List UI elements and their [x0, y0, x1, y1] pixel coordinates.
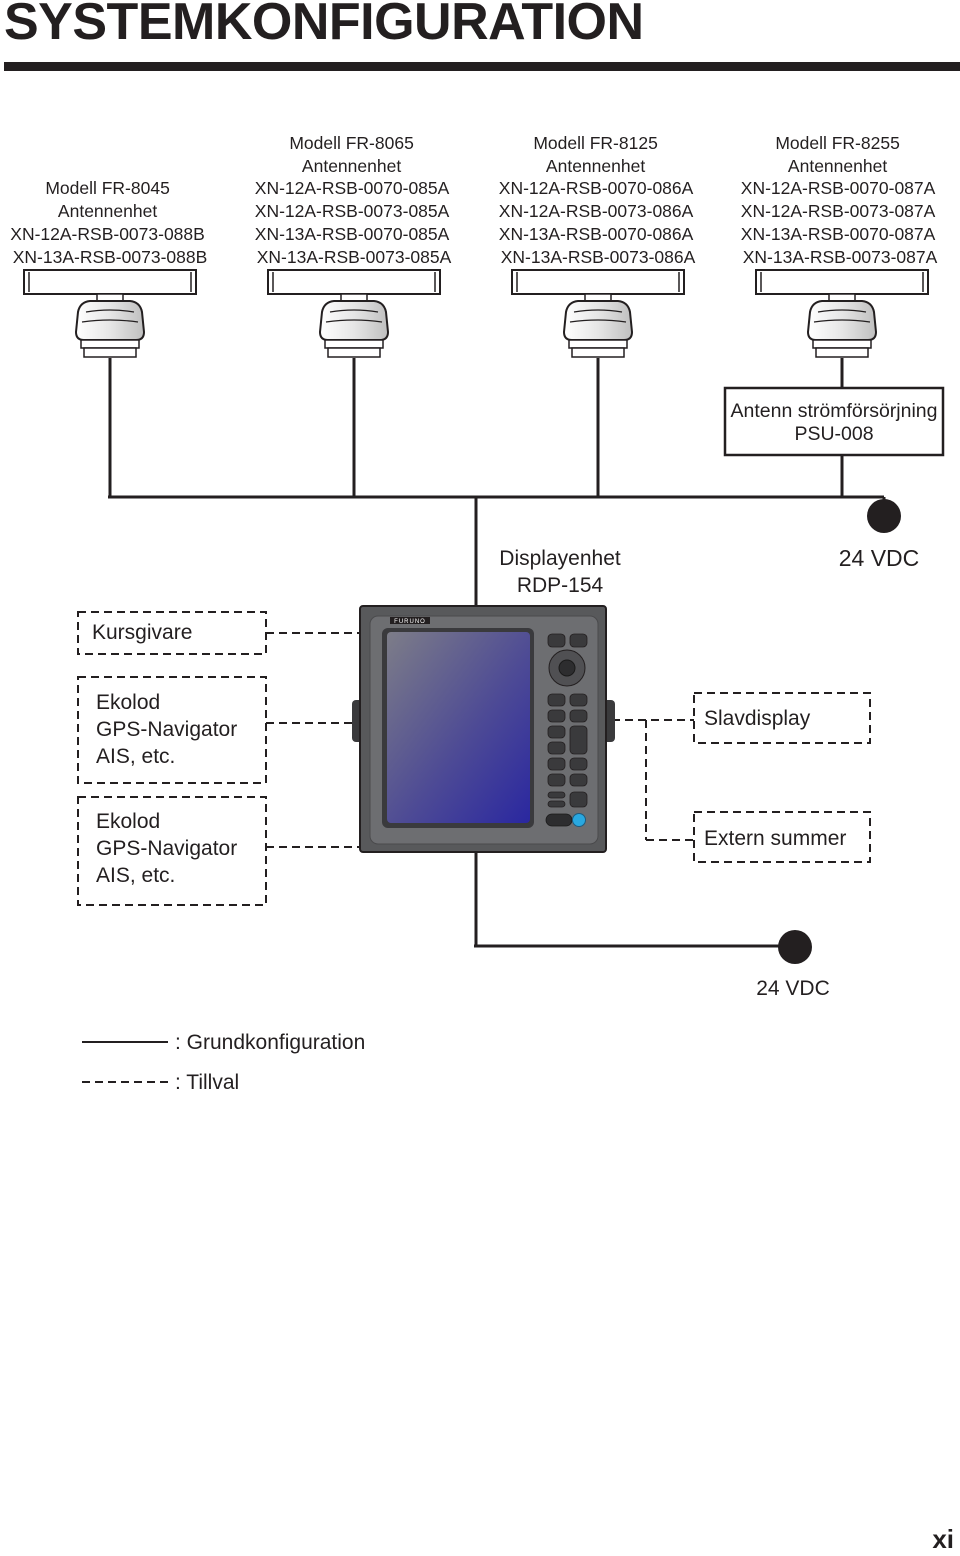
- slave-display-label: Slavdisplay: [704, 707, 811, 730]
- antenna-4-type: Antennenhet: [788, 156, 887, 176]
- legend-solid-label: : Grundkonfiguration: [175, 1031, 365, 1054]
- antenna-2-code-4: XN-13A-RSB-0073-085A: [257, 247, 452, 267]
- radar-antenna-icon: [23, 269, 197, 358]
- antenna-3-model: Modell FR-8125: [533, 133, 658, 153]
- heading-sensor-label: Kursgivare: [92, 621, 192, 644]
- antenna-3-code-4: XN-13A-RSB-0073-086A: [501, 247, 696, 267]
- antenna-2-label: Modell FR-8065 Antennenhet XN-12A-RSB-00…: [255, 133, 453, 267]
- sensor-box-1: [77, 676, 267, 784]
- power-label-top: 24 VDC: [839, 545, 920, 571]
- antenna-3-type: Antennenhet: [546, 156, 645, 176]
- display-label: Displayenhet: [499, 547, 621, 570]
- antenna-1-label: Modell FR-8045 Antennenhet XN-12A-RSB-00…: [10, 178, 209, 267]
- antenna-4-code-2: XN-12A-RSB-0073-087A: [741, 201, 936, 221]
- buzzer-box: [693, 811, 871, 863]
- radar-antenna-icon: [511, 269, 685, 358]
- page-number: xi: [932, 1524, 954, 1554]
- sensor-box-1-label: Ekolod GPS-Navigator AIS, etc.: [96, 691, 243, 768]
- antenna-1-code-1: XN-12A-RSB-0073-088B: [10, 224, 205, 244]
- antenna-2-code-2: XN-12A-RSB-0073-085A: [255, 201, 450, 221]
- buzzer-label: Extern summer: [704, 827, 846, 850]
- page-title: SYSTEMKONFIGURATION: [4, 0, 644, 51]
- psu-model: PSU-008: [794, 423, 873, 445]
- antenna-3-code-1: XN-12A-RSB-0070-086A: [499, 178, 694, 198]
- antenna-2-model: Modell FR-8065: [289, 133, 414, 153]
- antenna-2-code-3: XN-13A-RSB-0070-085A: [255, 224, 450, 244]
- sensor-box-2-label: Ekolod GPS-Navigator AIS, etc.: [96, 810, 243, 887]
- antenna-2-code-1: XN-12A-RSB-0070-085A: [255, 178, 450, 198]
- psu-box: [723, 386, 945, 457]
- display-screen: [387, 632, 530, 823]
- sensor-box-2: [77, 796, 267, 906]
- power-connector-icon: [778, 930, 812, 964]
- legend-dashed-label: : Tillval: [175, 1071, 239, 1094]
- antenna-2-type: Antennenhet: [302, 156, 401, 176]
- power-connector-icon: [867, 499, 901, 533]
- antenna-3-code-3: XN-13A-RSB-0070-086A: [499, 224, 694, 244]
- antenna-1-code-2: XN-13A-RSB-0073-088B: [13, 247, 208, 267]
- title-rule: [4, 62, 960, 71]
- heading-sensor-box: [77, 611, 267, 655]
- antenna-4-label: Modell FR-8255 Antennenhet XN-12A-RSB-00…: [741, 133, 939, 267]
- display-model: RDP-154: [517, 574, 604, 597]
- antenna-4-model: Modell FR-8255: [775, 133, 900, 153]
- antenna-1-type: Antennenhet: [58, 201, 157, 221]
- brand-logo: FURUNO: [394, 619, 426, 625]
- antenna-1-model: Modell FR-8045: [45, 178, 170, 198]
- slave-display-box: [693, 692, 871, 744]
- antenna-4-code-3: XN-13A-RSB-0070-087A: [741, 224, 936, 244]
- optional-cabling: [266, 632, 694, 848]
- radar-antenna-icon: [267, 269, 441, 358]
- antenna-3-code-2: XN-12A-RSB-0073-086A: [499, 201, 694, 221]
- display-unit-icon: FURUNO: [352, 605, 615, 853]
- power-label-bottom: 24 VDC: [756, 977, 830, 1000]
- keypad-icon: [545, 633, 588, 827]
- psu-label: Antenn strömförsörjning: [730, 400, 937, 422]
- radar-antenna-icon: [755, 269, 929, 358]
- antenna-4-code-4: XN-13A-RSB-0073-087A: [743, 247, 938, 267]
- antenna-4-code-1: XN-12A-RSB-0070-087A: [741, 178, 936, 198]
- antenna-3-label: Modell FR-8125 Antennenhet XN-12A-RSB-00…: [499, 133, 697, 267]
- basic-cabling: [108, 358, 886, 948]
